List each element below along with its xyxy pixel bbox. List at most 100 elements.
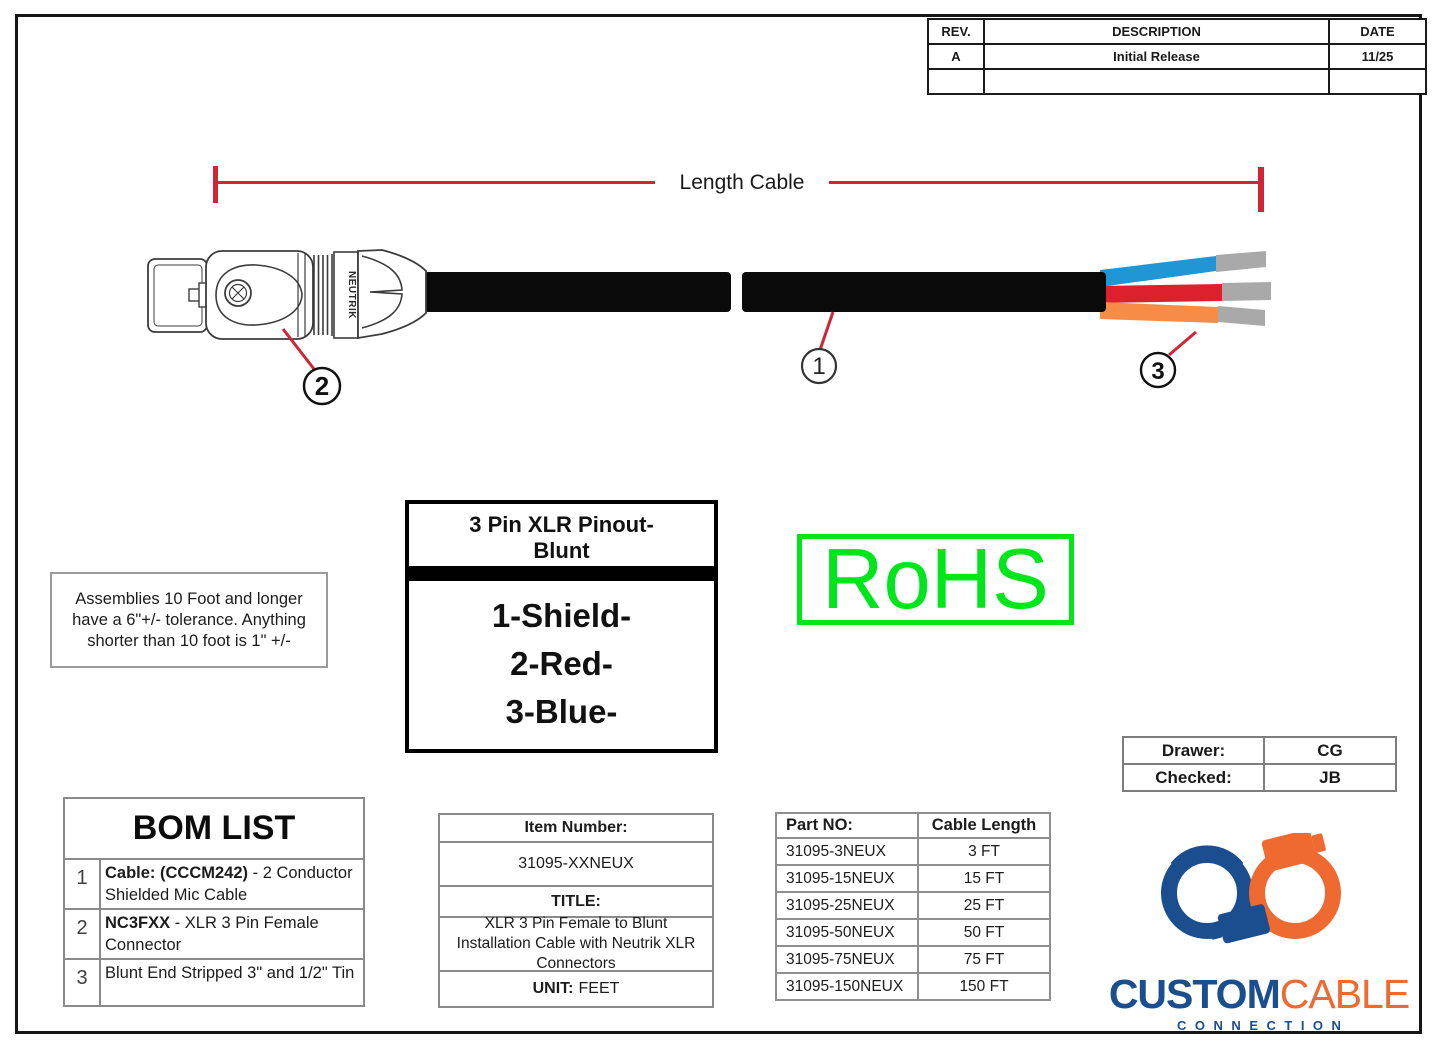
description-value-empty bbox=[983, 68, 1330, 95]
bom-item-detail: - XLR 3 Pin Female Connector bbox=[105, 914, 319, 954]
unit-label: UNIT: bbox=[532, 980, 574, 997]
part-no-cell: 31095-50NEUX bbox=[775, 918, 919, 947]
pinout-title: 3 Pin XLR Pinout-Blunt bbox=[469, 512, 654, 563]
parts-row: 31095-3NEUX 3 FT bbox=[775, 837, 1051, 866]
bom-item-number: 3 bbox=[65, 960, 101, 1005]
logo-word-connection: CONNECTION bbox=[1177, 1018, 1350, 1033]
bom-row-1: 1 Cable: (CCCM242) - 2 Conductor Shielde… bbox=[65, 858, 363, 908]
tolerance-note: Assemblies 10 Foot and longer have a 6"+… bbox=[50, 572, 328, 668]
part-no-header: Part NO: bbox=[775, 812, 919, 839]
bom-item-description: Blunt End Stripped 3" and 1/2" Tin bbox=[101, 960, 363, 1005]
bom-item-description: Cable: (CCCM242) - 2 Conductor Shielded … bbox=[101, 860, 363, 908]
drawer-value: CG bbox=[1263, 736, 1397, 765]
bom-item-detail: - 2 Conductor Shielded Mic Cable bbox=[105, 864, 353, 904]
item-number-label: Item Number: bbox=[524, 819, 628, 836]
date-value-empty bbox=[1328, 68, 1427, 95]
dimension-line-left bbox=[218, 181, 655, 184]
pinout-list: 1-Shield- 2-Red- 3-Blue- bbox=[409, 581, 714, 736]
revision-header-row: REV. DESCRIPTION DATE bbox=[927, 18, 1427, 45]
part-no-cell: 31095-75NEUX bbox=[775, 945, 919, 974]
logo-wordmark: CUSTOMCABLE bbox=[1085, 971, 1433, 1018]
leader-blunt-end bbox=[1168, 330, 1197, 357]
dimension-line-right bbox=[829, 181, 1260, 184]
pinout-divider-bar bbox=[409, 566, 714, 581]
part-number-table: Part NO: Cable Length 31095-3NEUX 3 FT 3… bbox=[775, 812, 1051, 1001]
leader-connector bbox=[281, 328, 316, 370]
orange-wire bbox=[1100, 302, 1218, 323]
dimension-tick-left bbox=[213, 166, 218, 203]
unit-row: UNIT: FEET bbox=[440, 970, 712, 1006]
checked-label: Checked: bbox=[1122, 763, 1265, 792]
callout-number-connector: 2 bbox=[315, 371, 329, 401]
pinout-pin-2: 2-Red- bbox=[510, 645, 613, 682]
length-dimension: Length Cable bbox=[213, 166, 1264, 212]
part-no-cell: 31095-150NEUX bbox=[775, 972, 919, 1001]
logo-word-cable: CABLE bbox=[1279, 971, 1410, 1017]
callout-number-blunt-end: 3 bbox=[1151, 358, 1164, 385]
cable-length-cell: 3 FT bbox=[917, 837, 1051, 866]
description-value: Initial Release bbox=[983, 43, 1330, 70]
logo-blue-plug-icon bbox=[1208, 904, 1270, 944]
cable-length-cell: 150 FT bbox=[917, 972, 1051, 1001]
title-value: XLR 3 Pin Female to Blunt Installation C… bbox=[440, 915, 712, 972]
item-number-value: 31095-XXNEUX bbox=[440, 841, 712, 885]
connector-screw-inner bbox=[228, 283, 248, 303]
stripped-wires bbox=[1100, 251, 1271, 326]
bom-item-part: NC3FXX bbox=[105, 914, 171, 932]
connector-barrel bbox=[205, 250, 314, 340]
connector-chuck-rings bbox=[313, 254, 333, 336]
rohs-badge: RoHS bbox=[797, 534, 1074, 625]
pinout-box: 3 Pin XLR Pinout-Blunt 1-Shield- 2-Red- … bbox=[405, 500, 718, 753]
rev-value-empty bbox=[927, 68, 985, 95]
red-wire-tin-tip bbox=[1222, 282, 1271, 301]
bom-item-number: 1 bbox=[65, 860, 101, 908]
unit-value: FEET bbox=[578, 980, 620, 997]
dimension-tick-right bbox=[1258, 167, 1264, 212]
cable-length-cell: 50 FT bbox=[917, 918, 1051, 947]
parts-row: 31095-75NEUX 75 FT bbox=[775, 945, 1051, 974]
revision-row-empty bbox=[927, 68, 1427, 95]
orange-wire-tin-tip bbox=[1218, 306, 1265, 326]
dimension-label: Length Cable bbox=[680, 171, 805, 194]
bom-item-number: 2 bbox=[65, 910, 101, 958]
blue-wire-tin-tip bbox=[1216, 251, 1266, 272]
connector-screw bbox=[224, 279, 252, 307]
callout-circle-cable bbox=[800, 347, 838, 385]
drawer-row: Drawer: CG bbox=[1122, 736, 1397, 765]
description-header: DESCRIPTION bbox=[983, 18, 1330, 45]
connector-oval-detail bbox=[215, 264, 303, 326]
checked-value: JB bbox=[1263, 763, 1397, 792]
company-logo: CUSTOMCABLE CONNECTION bbox=[1085, 829, 1433, 1038]
parts-header-row: Part NO: Cable Length bbox=[775, 812, 1051, 839]
revision-table: REV. DESCRIPTION DATE A Initial Release … bbox=[927, 18, 1427, 95]
blue-wire bbox=[1100, 256, 1216, 287]
drawer-label: Drawer: bbox=[1122, 736, 1265, 765]
item-panel: Item Number: 31095-XXNEUX TITLE: XLR 3 P… bbox=[438, 813, 714, 1008]
cable-length-cell: 25 FT bbox=[917, 891, 1051, 920]
date-header: DATE bbox=[1328, 18, 1427, 45]
rev-value: A bbox=[927, 43, 985, 70]
part-no-cell: 31095-25NEUX bbox=[775, 891, 919, 920]
callout-circle-connector bbox=[302, 366, 342, 406]
barrel-seam-lines bbox=[297, 253, 306, 337]
red-wire bbox=[1100, 284, 1222, 303]
logo-infinity-cable-icon bbox=[1161, 829, 1341, 944]
cable-length-header: Cable Length bbox=[917, 812, 1051, 839]
revision-row: A Initial Release 11/25 bbox=[927, 43, 1427, 70]
approvals-table: Drawer: CG Checked: JB bbox=[1122, 736, 1397, 792]
title-label: TITLE: bbox=[440, 885, 712, 916]
bom-row-2: 2 NC3FXX - XLR 3 Pin Female Connector bbox=[65, 908, 363, 958]
part-no-cell: 31095-3NEUX bbox=[775, 837, 919, 866]
sheet-border-frame bbox=[15, 14, 1422, 1034]
bom-list: BOM LIST 1 Cable: (CCCM242) - 2 Conducto… bbox=[63, 797, 365, 1007]
parts-row: 31095-25NEUX 25 FT bbox=[775, 891, 1051, 920]
cable-segment-right bbox=[742, 272, 1106, 312]
cable-body bbox=[424, 272, 1106, 312]
logo-word-custom: CUSTOM bbox=[1108, 971, 1281, 1017]
cable-segment-left bbox=[424, 272, 731, 312]
cable-length-cell: 75 FT bbox=[917, 945, 1051, 974]
callout-circle-blunt-end bbox=[1139, 351, 1177, 389]
leader-cable bbox=[818, 311, 835, 351]
